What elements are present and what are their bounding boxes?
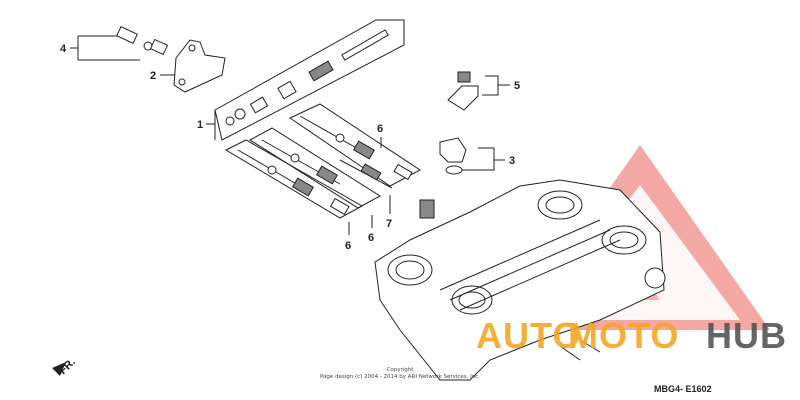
svg-text:Page design (c) 2004 - 2014 by: Page design (c) 2004 - 2014 by ARI Netwo… bbox=[320, 374, 480, 380]
svg-text:4: 4 bbox=[60, 43, 67, 55]
svg-text:5: 5 bbox=[514, 80, 520, 92]
screw-set-upper bbox=[299, 115, 413, 181]
svg-text:1: 1 bbox=[197, 119, 203, 131]
callout-6-lower[interactable]: 6 bbox=[224, 139, 364, 252]
sensor-bracket-part-5[interactable] bbox=[447, 71, 479, 111]
callout-6-middle[interactable]: 6 bbox=[249, 127, 381, 244]
screw-part-7 bbox=[339, 159, 393, 189]
throttle-bracket-part-2[interactable] bbox=[173, 39, 226, 93]
callout-4[interactable]: 4 bbox=[60, 35, 140, 61]
callout-5[interactable]: 5 bbox=[482, 75, 520, 96]
front-direction-arrow: FR. bbox=[38, 356, 78, 390]
callout-1[interactable]: 1 bbox=[197, 19, 405, 141]
callout-7[interactable]: 7 bbox=[386, 195, 392, 230]
svg-text:6: 6 bbox=[377, 123, 383, 135]
watermark-text: AUTO MOTO HUB bbox=[476, 315, 787, 356]
copyright-notice: Copyright Page design (c) 2004 - 2014 by… bbox=[320, 367, 480, 380]
svg-text:MOTO: MOTO bbox=[568, 315, 679, 356]
throttle-body[interactable] bbox=[374, 179, 666, 381]
throttle-shaft-assembly bbox=[225, 29, 389, 126]
callout-2[interactable]: 2 bbox=[150, 70, 176, 82]
bolt-part-4[interactable] bbox=[116, 26, 169, 56]
svg-text:HUB: HUB bbox=[706, 315, 787, 356]
elbow-fitting-part-3[interactable] bbox=[439, 137, 467, 175]
svg-text:6: 6 bbox=[345, 240, 351, 252]
callout-6-upper[interactable]: 6 bbox=[288, 103, 421, 187]
svg-text:Copyright: Copyright bbox=[387, 367, 415, 373]
svg-text:AUTO: AUTO bbox=[476, 315, 581, 356]
svg-text:6: 6 bbox=[368, 232, 374, 244]
screw-set-lower bbox=[237, 149, 350, 216]
svg-text:2: 2 bbox=[150, 70, 156, 82]
svg-text:7: 7 bbox=[386, 218, 392, 230]
svg-text:3: 3 bbox=[509, 155, 515, 167]
diagram-code: MBG4- E1602 bbox=[654, 384, 712, 394]
callout-3[interactable]: 3 bbox=[462, 147, 515, 171]
screw-set-middle bbox=[261, 139, 341, 185]
